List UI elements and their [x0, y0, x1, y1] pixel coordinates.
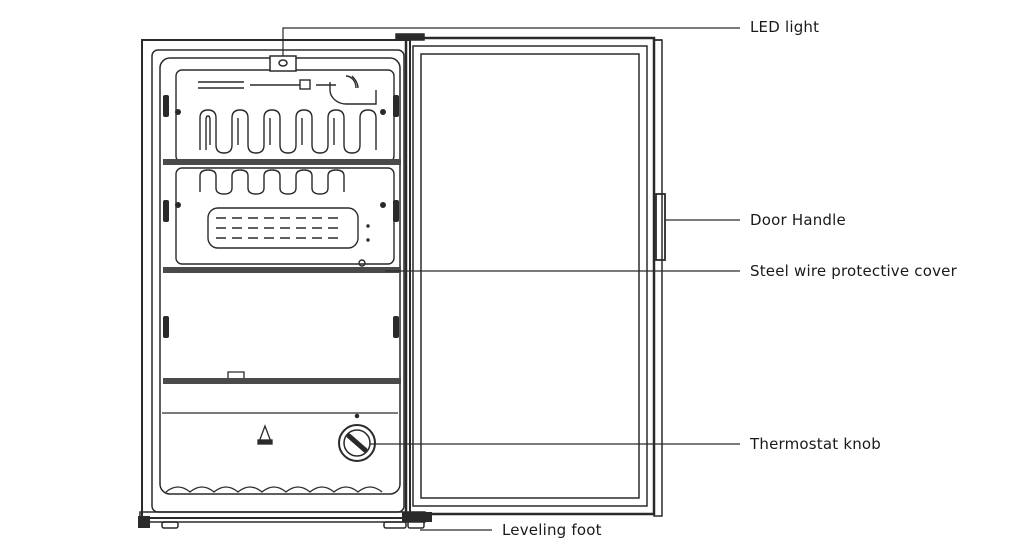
knob-marker: [354, 413, 360, 419]
knob-outer: [338, 424, 376, 462]
rail-left-3: [163, 316, 169, 338]
foot-left: [138, 516, 150, 528]
led-light: [269, 55, 297, 72]
label-thermostat-knob: Thermostat knob: [750, 435, 882, 453]
shelf-1: [163, 159, 401, 165]
knob-grip: [346, 433, 368, 453]
cabinet-outer: [141, 39, 411, 519]
leader-led-light: [282, 27, 740, 56]
door-hinge-bottom: [402, 512, 432, 522]
coil-grid-frame: [207, 207, 359, 249]
coil-tube-top: [198, 81, 336, 89]
rail-right-1: [393, 95, 399, 117]
coil-serpentine-upper: [199, 109, 377, 154]
leveling-feet: [138, 516, 425, 529]
shelf-2: [163, 267, 401, 273]
knob-inner: [343, 429, 371, 457]
rail-left-2: [163, 200, 169, 222]
coil-pipe: [329, 75, 377, 105]
led-bulb: [278, 59, 288, 67]
coil-dot-2: [366, 238, 370, 242]
door-hinge-top: [395, 33, 425, 41]
label-steel-wire-cover: Steel wire protective cover: [750, 262, 957, 280]
rail-screw-4: [380, 202, 386, 208]
door-side: [653, 39, 663, 517]
evaporator-coil: [175, 69, 395, 163]
lower-compartment: [162, 371, 398, 493]
evaporator-coil-lower: [175, 167, 395, 267]
rail-screw-3: [175, 202, 181, 208]
rail-right-2: [393, 200, 399, 222]
label-door-handle: Door Handle: [750, 211, 846, 229]
foot-right: [383, 521, 407, 529]
shelf-rails: [163, 95, 399, 338]
door-frame-mid: [412, 45, 648, 507]
rail-right-3: [393, 316, 399, 338]
rail-screw-2: [380, 109, 386, 115]
rail-left-1: [163, 95, 169, 117]
glass-door: [395, 33, 666, 522]
shelf-3: [163, 378, 401, 384]
coil-connector: [299, 79, 311, 90]
coil-serpentine-upper-inner: [205, 115, 335, 150]
warning-icon-base: [257, 439, 273, 445]
compartment-tab: [227, 371, 245, 378]
door-glass: [420, 53, 640, 499]
leader-lines: [282, 27, 740, 531]
label-led-light: LED light: [750, 18, 820, 36]
floor-bumps: [165, 486, 383, 493]
coil-drain: [358, 259, 366, 267]
foot-right-2: [407, 517, 425, 529]
door-handle: [655, 193, 666, 261]
thermostat-knob: [338, 413, 376, 462]
coil-dot-1: [366, 224, 370, 228]
foot-left-2: [161, 521, 179, 529]
rail-screw-1: [175, 109, 181, 115]
led-housing: [269, 55, 297, 72]
shelves: [163, 159, 401, 384]
cabinet-inner-wall: [151, 49, 405, 513]
coil-serpentine-lower-a: [199, 169, 345, 195]
door-frame-outer: [404, 36, 656, 516]
label-leveling-foot: Leveling foot: [502, 521, 602, 539]
